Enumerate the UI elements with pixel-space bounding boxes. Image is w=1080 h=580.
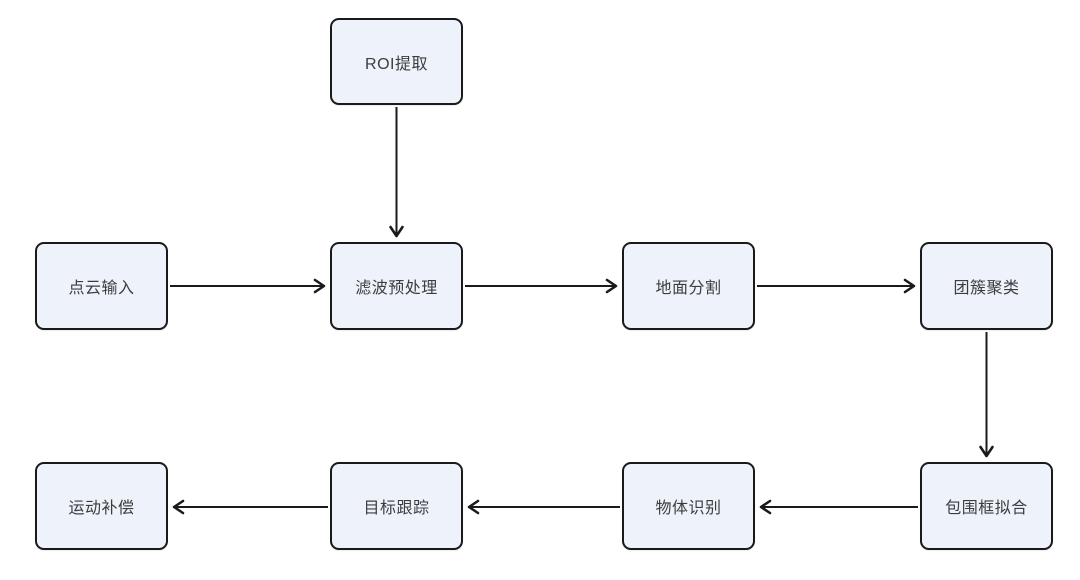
node-filter-preprocessing[interactable]: 滤波预处理 <box>330 242 463 330</box>
node-filter-preprocessing-label: 滤波预处理 <box>355 280 438 297</box>
node-ground-segmentation-label: 地面分割 <box>655 280 722 297</box>
node-cluster-clustering-label: 团簇聚类 <box>953 280 1020 297</box>
node-bounding-box-fitting-label: 包围框拟合 <box>945 500 1028 517</box>
node-ground-segmentation[interactable]: 地面分割 <box>622 242 755 330</box>
node-object-recognition-label: 物体识别 <box>655 500 722 517</box>
node-roi-extraction-label: ROI提取 <box>365 55 428 73</box>
node-target-tracking[interactable]: 目标跟踪 <box>330 462 463 550</box>
node-point-cloud-input-label: 点云输入 <box>68 280 135 297</box>
node-point-cloud-input[interactable]: 点云输入 <box>35 242 168 330</box>
node-object-recognition[interactable]: 物体识别 <box>622 462 755 550</box>
node-roi-extraction[interactable]: ROI提取 <box>330 18 463 105</box>
node-motion-compensation-label: 运动补偿 <box>68 500 135 517</box>
node-motion-compensation[interactable]: 运动补偿 <box>35 462 168 550</box>
node-bounding-box-fitting[interactable]: 包围框拟合 <box>920 462 1053 550</box>
node-cluster-clustering[interactable]: 团簇聚类 <box>920 242 1053 330</box>
node-target-tracking-label: 目标跟踪 <box>363 500 430 517</box>
